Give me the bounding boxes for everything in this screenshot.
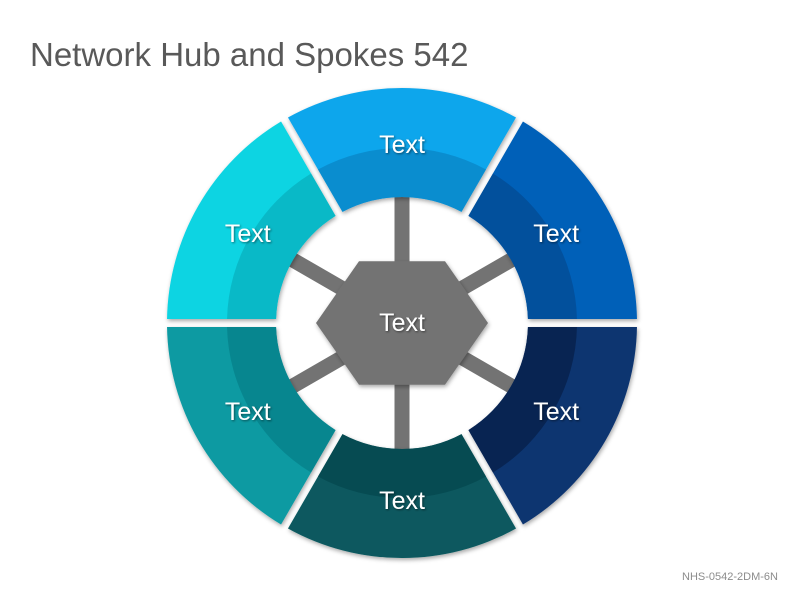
segment-shade-upper-left xyxy=(227,173,336,320)
segment-lower-right[interactable]: Text xyxy=(468,326,637,525)
page-title: Network Hub and Spokes 542 xyxy=(30,36,469,73)
segment-label-lower-left: Text xyxy=(225,398,271,426)
segment-upper-left[interactable]: Text xyxy=(167,121,336,320)
segment-band-lower-left[interactable] xyxy=(167,326,336,525)
segment-label-bottom: Text xyxy=(379,487,425,515)
segment-label-upper-left: Text xyxy=(225,220,271,248)
hub-label: Text xyxy=(379,309,425,337)
hub-hexagon[interactable] xyxy=(316,261,488,385)
segment-bottom[interactable]: Text xyxy=(287,434,517,558)
segment-top[interactable]: Text xyxy=(287,88,517,212)
segment-label-top: Text xyxy=(379,131,425,159)
footer-code: NHS-0542-2DM-6N xyxy=(682,571,778,583)
segment-upper-right[interactable]: Text xyxy=(468,121,637,320)
segment-label-upper-right: Text xyxy=(533,220,579,248)
segment-band-upper-right[interactable] xyxy=(468,121,637,320)
segment-lower-left[interactable]: Text xyxy=(167,326,336,525)
segment-shade-lower-right xyxy=(468,326,577,473)
segment-shade-upper-right xyxy=(468,173,577,320)
segment-band-upper-left[interactable] xyxy=(167,121,336,320)
hub: Text xyxy=(316,261,488,385)
segment-label-lower-right: Text xyxy=(533,398,579,426)
segment-shade-lower-left xyxy=(227,326,336,473)
segment-shade-top xyxy=(317,148,487,212)
segment-shade-bottom xyxy=(317,434,487,498)
segment-band-lower-right[interactable] xyxy=(468,326,637,525)
